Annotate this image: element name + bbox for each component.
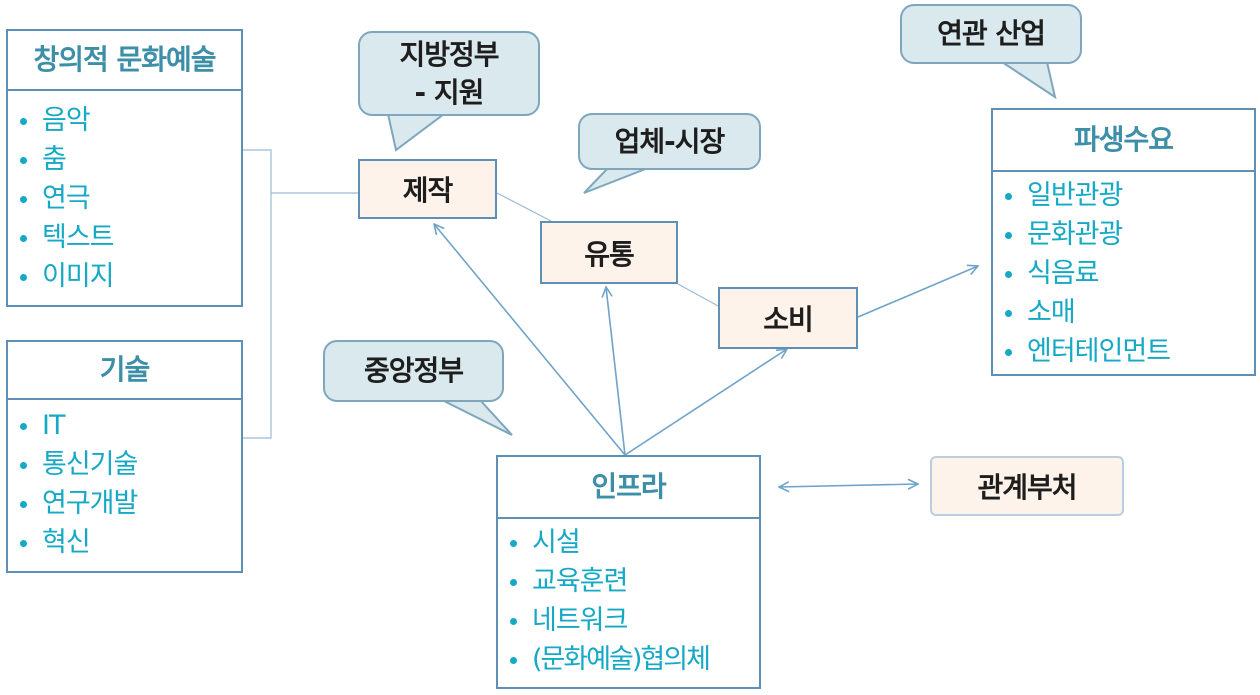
business-callout-tail <box>583 167 649 194</box>
consumption-to-demand-arrow <box>857 266 978 318</box>
list-item: 문화관광 <box>993 215 1254 254</box>
technology-box: 기술 IT 통신기술 연구개발 혁신 <box>6 340 243 573</box>
list-item: 연극 <box>8 179 241 218</box>
bullet-icon <box>20 235 27 242</box>
bullet-icon <box>20 423 27 430</box>
bullet-icon <box>1005 349 1012 356</box>
infra-to-distribution-arrow <box>606 287 626 456</box>
list-item: 일반관광 <box>993 176 1254 215</box>
bullet-icon <box>20 501 27 508</box>
list-item: 음악 <box>8 101 241 140</box>
bullet-icon <box>1005 193 1012 200</box>
bullet-icon <box>20 540 27 547</box>
distribution-box: 유통 <box>540 221 678 284</box>
list-item: 연구개발 <box>8 484 241 523</box>
callout-central-government: 중앙정부 <box>323 340 504 402</box>
bullet-icon <box>1005 232 1012 239</box>
list-item: 혁신 <box>8 523 241 562</box>
infrastructure-box: 인프라 시설 교육훈련 네트워크 (문화예술)협의체 <box>496 455 761 689</box>
bullet-icon <box>20 157 27 164</box>
local-gov-callout-tail <box>386 113 447 152</box>
list-item: 통신기술 <box>8 445 241 484</box>
creative-arts-title: 창의적 문화예술 <box>8 31 241 91</box>
callout-related-industry: 연관 산업 <box>900 4 1082 64</box>
distribution-consumption-line <box>677 283 721 308</box>
derived-demand-box: 파생수요 일반관광 문화관광 식음료 소매 엔터테인먼트 <box>991 108 1256 376</box>
bullet-icon <box>20 462 27 469</box>
creative-arts-box: 창의적 문화예술 음악 춤 연극 텍스트 이미지 <box>6 29 243 307</box>
list-item: 춤 <box>8 140 241 179</box>
bullet-icon <box>20 274 27 281</box>
list-item: 네트워크 <box>498 601 759 640</box>
derived-demand-title: 파생수요 <box>993 110 1254 172</box>
bullet-icon <box>20 118 27 125</box>
central-gov-callout-tail <box>441 399 513 436</box>
list-item: 이미지 <box>8 257 241 296</box>
related-industry-callout-tail <box>998 61 1057 100</box>
production-distribution-line <box>496 192 552 222</box>
callout-local-government: 지방정부 - 지원 <box>358 31 540 116</box>
list-item: IT <box>8 406 241 445</box>
bullet-icon <box>1005 310 1012 317</box>
bullet-icon <box>1005 271 1012 278</box>
bullet-icon <box>20 196 27 203</box>
list-item: 엔터테인먼트 <box>993 332 1254 371</box>
list-item: 교육훈련 <box>498 562 759 601</box>
left-bracket-line <box>243 149 358 439</box>
infra-to-production-arrow <box>434 224 626 456</box>
infrastructure-title: 인프라 <box>498 457 759 519</box>
callout-business-market: 업체-시장 <box>578 113 761 170</box>
list-item: 텍스트 <box>8 218 241 257</box>
bullet-icon <box>510 579 517 586</box>
bullet-icon <box>510 540 517 547</box>
bullet-icon <box>510 657 517 664</box>
related-ministries-box: 관계부처 <box>930 456 1124 516</box>
technology-title: 기술 <box>8 342 241 400</box>
bullet-icon <box>510 618 517 625</box>
list-item: 소매 <box>993 293 1254 332</box>
infra-to-consumption-arrow <box>624 349 787 456</box>
list-item: 시설 <box>498 523 759 562</box>
consumption-box: 소비 <box>718 287 858 349</box>
infra-ministries-double-arrow <box>779 484 918 487</box>
list-item: 식음료 <box>993 254 1254 293</box>
list-item: (문화예술)협의체 <box>498 640 759 679</box>
production-box: 제작 <box>358 159 497 219</box>
